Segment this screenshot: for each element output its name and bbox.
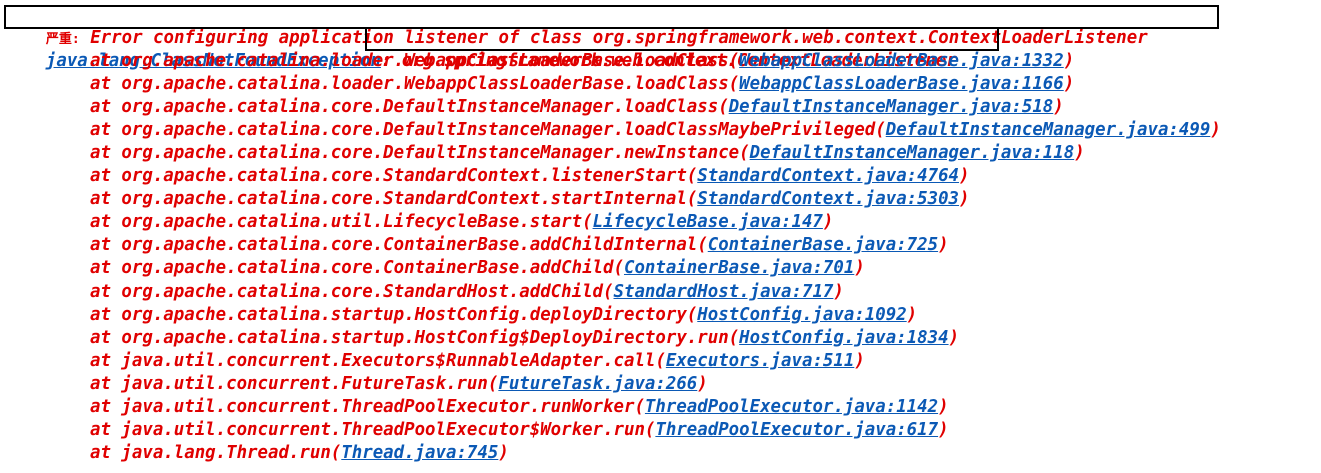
stack-frame-method: at org.apache.catalina.core.ContainerBas… (90, 235, 708, 256)
stack-frame-method: at org.apache.catalina.core.StandardCont… (90, 166, 698, 187)
exception-detail: org.springframework.web.context.ContextL… (391, 51, 957, 71)
stack-frame-method: at org.apache.catalina.loader.WebappClas… (90, 51, 740, 71)
stack-frame-close-paren: ) (938, 419, 949, 440)
stack-frame-method: at org.apache.catalina.startup.HostConfi… (90, 327, 740, 348)
stack-frame-line: at org.apache.catalina.util.LifecycleBas… (0, 211, 833, 234)
stack-frame-line: at org.apache.catalina.core.StandardCont… (0, 165, 970, 188)
stack-frame-source-link[interactable]: FutureTask.java:266 (498, 373, 698, 394)
stack-frame-line: at org.apache.catalina.core.DefaultInsta… (0, 119, 1221, 142)
stack-frame-line: at org.apache.catalina.core.DefaultInsta… (0, 142, 1085, 165)
stack-frame-close-paren: ) (854, 258, 865, 279)
stack-frame-source-link[interactable]: ThreadPoolExecutor.java:1142 (644, 396, 939, 417)
stack-frame-line: at java.util.concurrent.Executors$Runnab… (0, 350, 865, 373)
severity-label: 严重: (45, 32, 80, 47)
stack-frame-close-paren: ) (959, 189, 970, 210)
stack-frame-close-paren: ) (1053, 97, 1064, 118)
severity-message: Error configuring application listener o… (79, 28, 1148, 48)
stack-frame-close-paren: ) (959, 166, 970, 187)
stack-frame-method: at java.util.concurrent.ThreadPoolExecut… (90, 419, 656, 440)
exception-separator: : (380, 51, 392, 71)
stack-frame-method: at org.apache.catalina.startup.HostConfi… (90, 304, 698, 325)
stack-frame-close-paren: ) (833, 281, 844, 302)
stack-frame-source-link[interactable]: ThreadPoolExecutor.java:617 (655, 419, 939, 440)
stack-frame-line: at org.apache.catalina.core.DefaultInsta… (0, 96, 1064, 119)
stack-frame-line: at org.apache.catalina.startup.HostConfi… (0, 327, 959, 350)
stack-frame-source-link[interactable]: ContainerBase.java:701 (623, 258, 855, 279)
stack-frame-method: at java.lang.Thread.run( (90, 442, 342, 463)
stack-frame-source-link[interactable]: DefaultInstanceManager.java:518 (728, 97, 1054, 118)
stack-frame-line: at java.lang.Thread.run(Thread.java:745) (0, 442, 509, 465)
stack-frame-source-link[interactable]: DefaultInstanceManager.java:499 (885, 120, 1211, 141)
stack-frame-line: at org.apache.catalina.loader.WebappClas… (0, 73, 1074, 96)
stack-frame-line: at java.util.concurrent.ThreadPoolExecut… (0, 419, 949, 442)
stack-frame-method: at org.apache.catalina.core.StandardCont… (90, 189, 698, 210)
stack-frame-close-paren: ) (938, 235, 949, 256)
stack-frame-source-link[interactable]: ContainerBase.java:725 (707, 235, 939, 256)
stack-frame-source-link[interactable]: StandardHost.java:717 (613, 281, 834, 302)
stack-frame-method: at org.apache.catalina.loader.WebappClas… (90, 74, 740, 95)
stack-frame-method: at org.apache.catalina.util.LifecycleBas… (90, 212, 593, 233)
stack-frame-line: at org.apache.catalina.core.StandardHost… (0, 281, 844, 304)
stack-frame-close-paren: ) (938, 396, 949, 417)
stack-frame-source-link[interactable]: HostConfig.java:1092 (697, 304, 907, 325)
stack-frame-source-link[interactable]: StandardContext.java:4764 (697, 166, 960, 187)
stack-frame-line: at org.apache.catalina.loader.WebappClas… (0, 50, 1074, 73)
stack-frame-source-link[interactable]: WebappClassLoaderBase.java:1332 (739, 51, 1064, 71)
stack-frame-source-link[interactable]: StandardContext.java:5303 (697, 189, 960, 210)
stack-frame-method: at org.apache.catalina.core.DefaultInsta… (90, 97, 729, 118)
stack-frame-method: at org.apache.catalina.core.StandardHost… (90, 281, 614, 302)
stack-frame-line: at org.apache.catalina.core.ContainerBas… (0, 234, 949, 257)
stack-frame-source-link[interactable]: Executors.java:511 (665, 350, 855, 371)
stack-frame-line: at java.util.concurrent.ThreadPoolExecut… (0, 396, 949, 419)
exception-class-link[interactable]: java.lang.ClassNotFoundException (45, 51, 381, 71)
stack-frame-source-link[interactable]: Thread.java:745 (341, 442, 499, 463)
stack-frame-close-paren: ) (1074, 143, 1085, 164)
stack-frame-close-paren: ) (498, 442, 509, 463)
stack-frame-close-paren: ) (697, 373, 708, 394)
stack-frame-method: at java.util.concurrent.ThreadPoolExecut… (90, 396, 645, 417)
stack-frame-close-paren: ) (1063, 74, 1075, 95)
stack-frame-close-paren: ) (822, 212, 834, 233)
exception-line: java.lang.ClassNotFoundException: org.sp… (4, 27, 957, 71)
stack-frame-method: at org.apache.catalina.core.ContainerBas… (90, 258, 624, 279)
stack-frame-source-link[interactable]: LifecycleBase.java:147 (592, 212, 823, 233)
stack-frame-source-link[interactable]: HostConfig.java:1834 (739, 327, 949, 348)
severity-message-line: 严重: Error configuring application listen… (4, 4, 1148, 48)
stack-frame-method: at java.util.concurrent.FutureTask.run( (90, 373, 499, 394)
stack-frame-close-paren: ) (1210, 120, 1221, 141)
stack-frame-source-link[interactable]: WebappClassLoaderBase.java:1166 (739, 74, 1064, 95)
stack-frame-close-paren: ) (1063, 51, 1075, 71)
stack-frame-line: at org.apache.catalina.core.StandardCont… (0, 188, 970, 211)
stack-frame-method: at org.apache.catalina.core.DefaultInsta… (90, 143, 750, 164)
stack-frame-source-link[interactable]: DefaultInstanceManager.java:118 (749, 143, 1075, 164)
stack-frame-line: at org.apache.catalina.core.ContainerBas… (0, 257, 865, 280)
stack-frame-close-paren: ) (906, 304, 918, 325)
stack-frame-close-paren: ) (948, 327, 960, 348)
stack-frame-line: at java.util.concurrent.FutureTask.run(F… (0, 373, 708, 396)
stack-frame-method: at org.apache.catalina.core.DefaultInsta… (90, 120, 886, 141)
stack-frame-line: at org.apache.catalina.startup.HostConfi… (0, 304, 917, 327)
stack-frame-method: at java.util.concurrent.Executors$Runnab… (90, 350, 666, 371)
stack-frame-close-paren: ) (854, 350, 865, 371)
